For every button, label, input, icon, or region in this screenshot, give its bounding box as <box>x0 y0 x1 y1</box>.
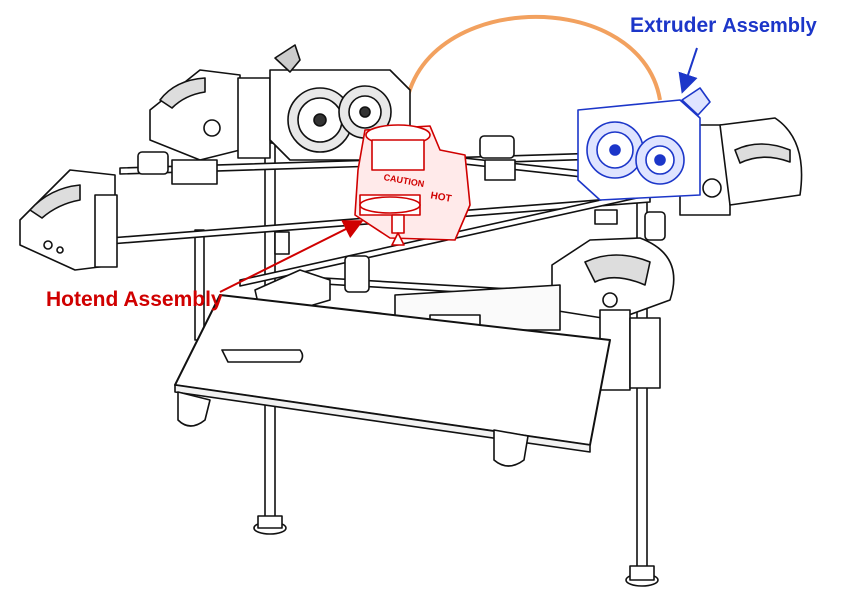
hotend-arrow-icon <box>219 220 364 293</box>
print-bed <box>174 294 611 467</box>
rear-gear-assembly <box>269 44 411 161</box>
right-front-bracket <box>551 237 675 391</box>
filament-path <box>402 15 662 131</box>
hotend-assembly: CAUTION HOT <box>354 124 471 246</box>
assembly-word: Assembly <box>722 15 817 37</box>
extruder-assembly-label: Extruder Assembly <box>630 14 817 38</box>
left-rear-bracket <box>149 69 271 161</box>
left-front-bracket <box>19 169 118 271</box>
extruder-assembly <box>577 87 711 201</box>
extruder-arrow-icon <box>678 47 698 94</box>
hot-label: HOT <box>430 190 453 204</box>
hotend-assembly-label: Hotend Assembly <box>46 288 223 311</box>
extruder-word: Extruder <box>630 14 717 37</box>
bearing-blocks <box>137 135 666 293</box>
right-rear-bracket <box>679 117 803 216</box>
